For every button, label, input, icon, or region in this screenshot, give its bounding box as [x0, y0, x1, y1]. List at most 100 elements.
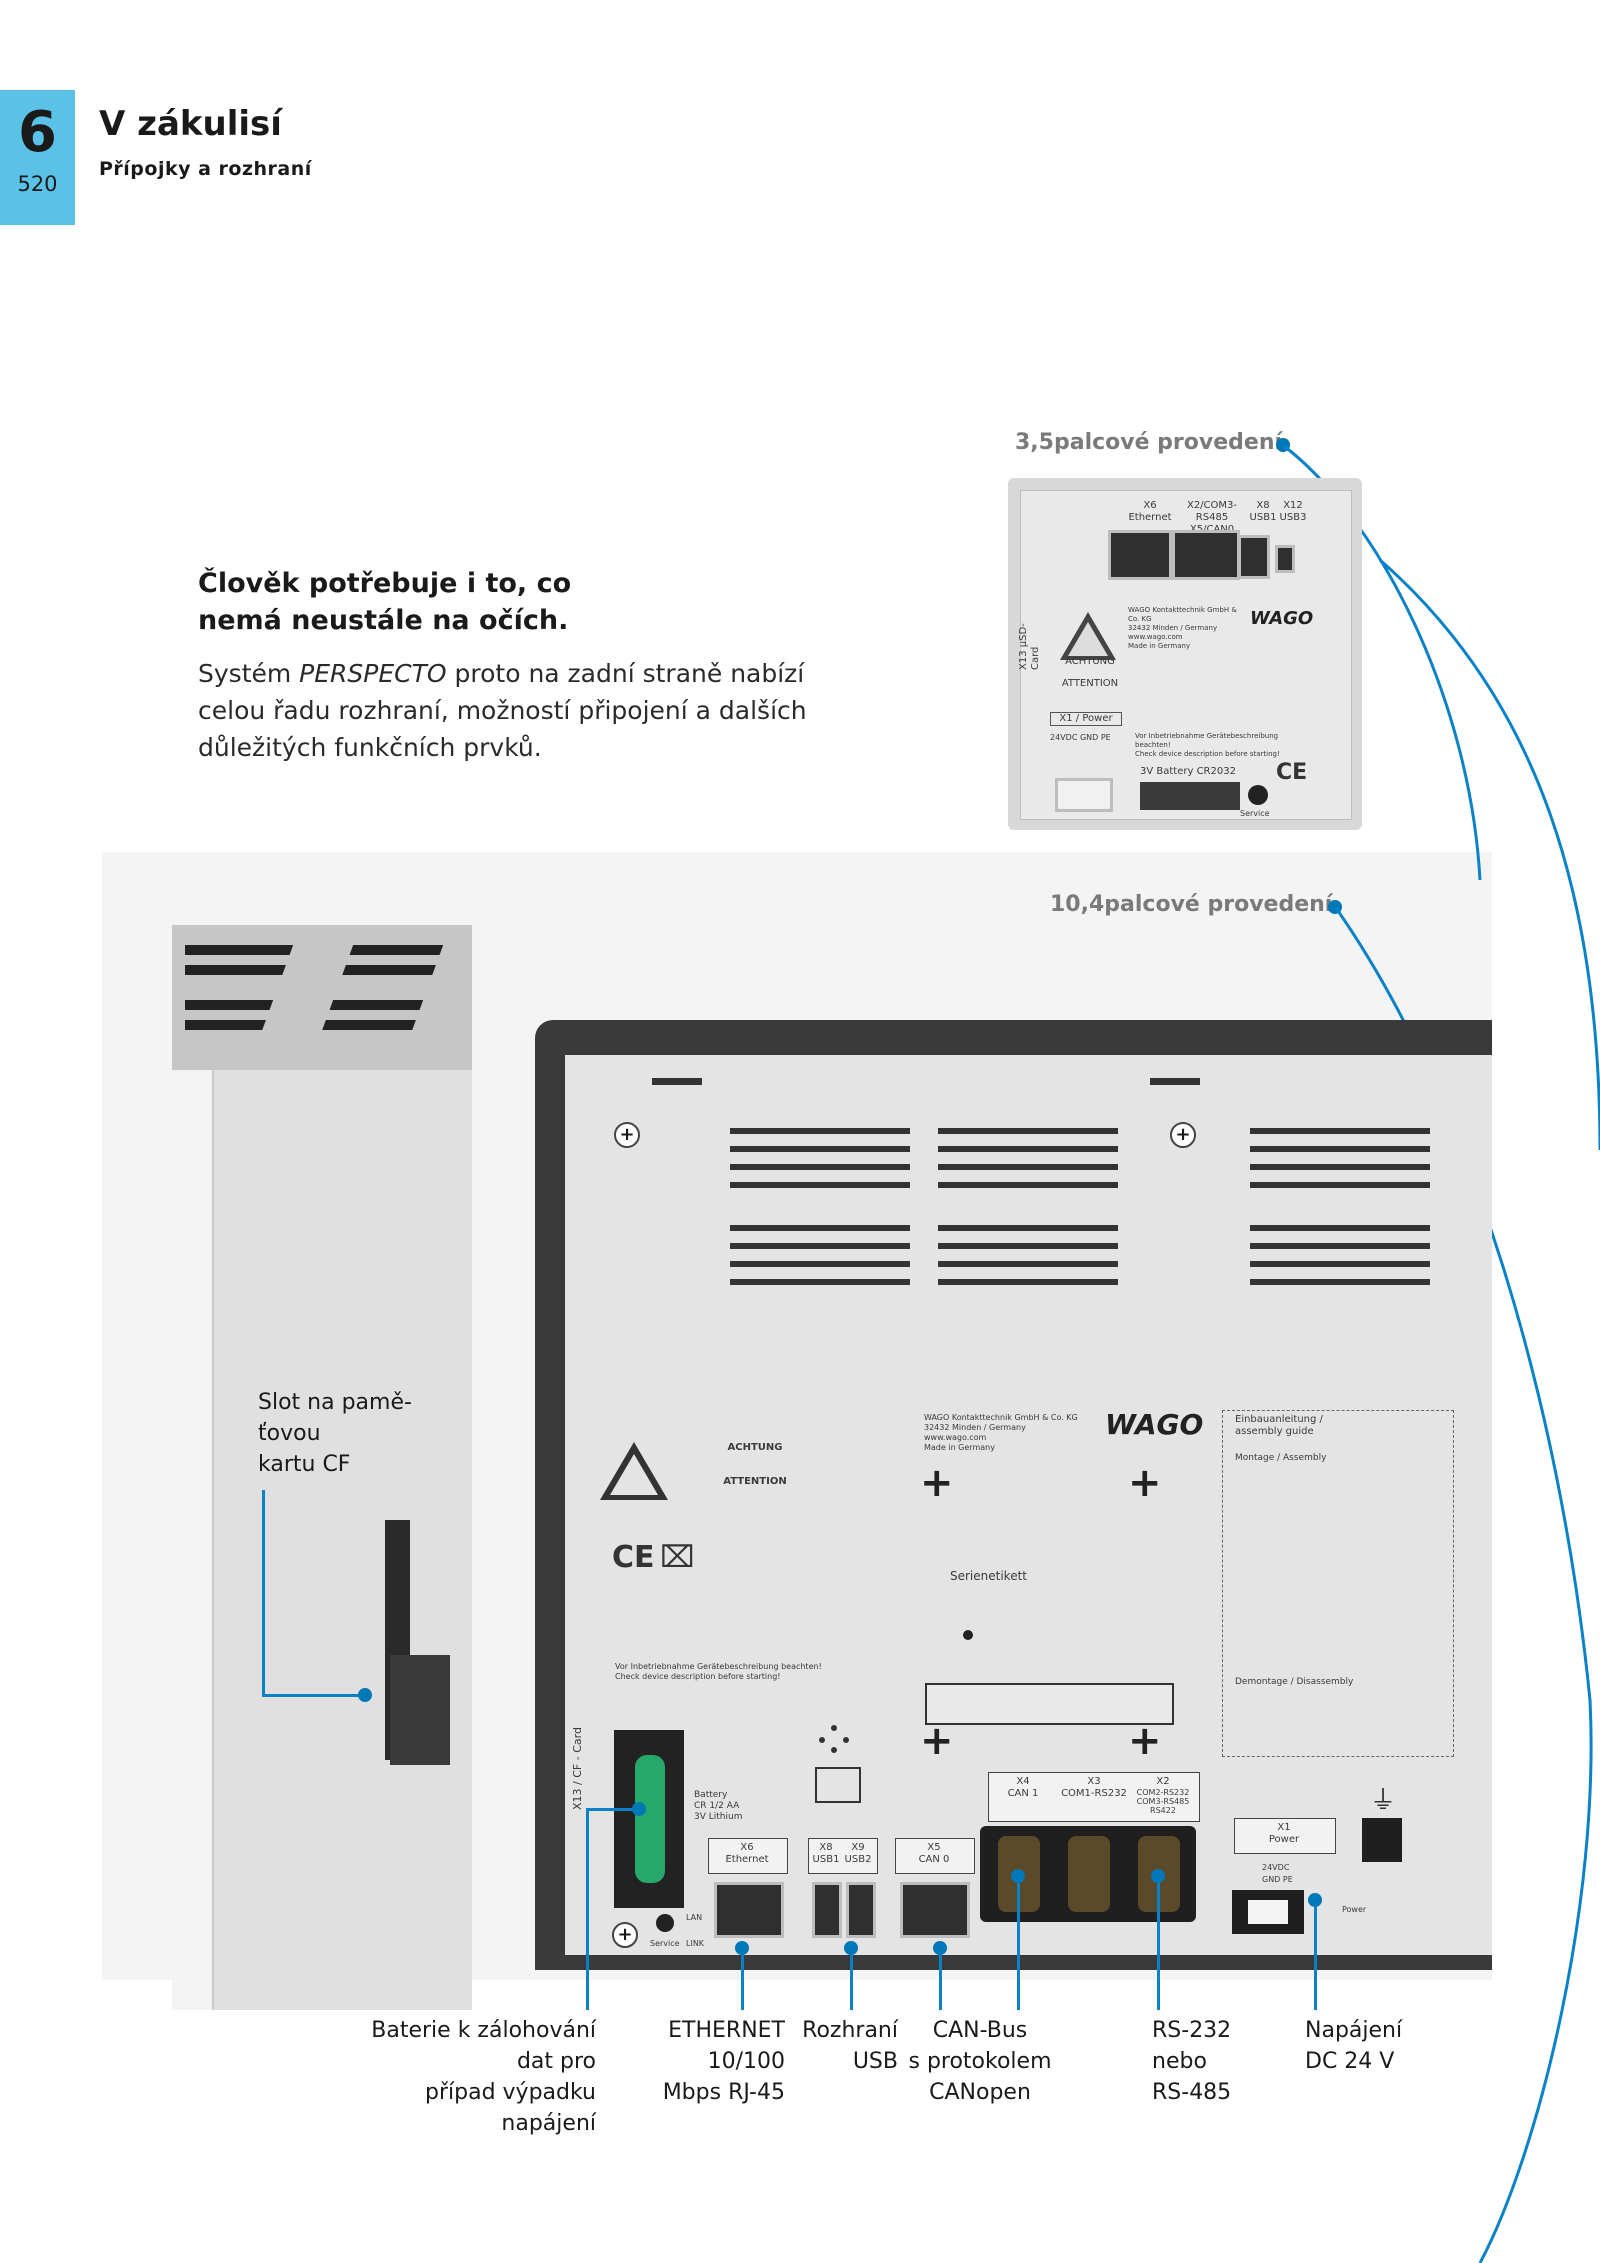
device-side-body: [172, 1070, 472, 2010]
callout-dot: [1151, 1869, 1165, 1883]
large-achtung: ACHTUNG: [727, 1442, 783, 1453]
power-led-label: Power: [1342, 1905, 1367, 1914]
vent-slot: [730, 1225, 910, 1231]
vent-slot: [938, 1225, 1118, 1231]
indicator-dot: [963, 1630, 973, 1640]
small-usb3-port: [1275, 545, 1295, 573]
esd-warning-icon: [1060, 612, 1116, 660]
vent-slot: [938, 1243, 1118, 1249]
vent-slot: [1250, 1225, 1430, 1231]
mount-arrow-icon: +: [920, 1718, 954, 1764]
screw-icon: +: [614, 1122, 640, 1148]
vent-slot: [938, 1261, 1118, 1267]
power-terminal: [1248, 1900, 1288, 1924]
small-achtung: ACHTUNG: [1065, 656, 1115, 667]
vent-slot: [1250, 1182, 1430, 1188]
vent-slot: [730, 1279, 910, 1285]
assembly-guide-title: Einbauanleitung / assembly guide: [1235, 1414, 1323, 1437]
callout-dot: [844, 1941, 858, 1955]
mount-arrow-icon: +: [1128, 1718, 1162, 1764]
serienetikett-label: Serienetikett: [950, 1569, 1027, 1583]
lan-label: LAN: [686, 1913, 703, 1922]
screw-icon: +: [1170, 1122, 1196, 1148]
mount-arrow-icon: +: [920, 1460, 954, 1506]
page-number: 520: [17, 172, 58, 196]
callout-line: [1314, 1900, 1317, 2010]
vent-slot: [938, 1182, 1118, 1188]
serial-label-slot: [925, 1683, 1174, 1725]
side-vents: [185, 945, 444, 1030]
callout-dot: [1308, 1893, 1322, 1907]
vent-slot: [730, 1261, 910, 1267]
large-device-note: Vor Inbetriebnahme Gerätebeschreibung be…: [615, 1662, 822, 1681]
ground-icon: ⏚: [1370, 1786, 1397, 1816]
chapter-number: 6: [18, 100, 57, 165]
small-power-connector: [1055, 778, 1113, 812]
chapter-tab: [0, 90, 75, 225]
mount-notch: [652, 1078, 702, 1085]
service-button: [656, 1914, 674, 1932]
callout-dot: [358, 1688, 372, 1702]
link-label: LINK: [686, 1939, 705, 1948]
wago-logo: WAGO: [1105, 1408, 1204, 1441]
cf-card-bracket: [390, 1655, 450, 1765]
vent-slot: [1250, 1261, 1430, 1267]
esd-warning-icon: [600, 1442, 668, 1500]
vent-slot: [1250, 1164, 1430, 1170]
can0-port: [900, 1882, 970, 1938]
large-x13-label: X13 / CF - Card: [571, 1727, 584, 1810]
callout-dot: [1011, 1869, 1025, 1883]
battery-label: Battery CR 1/2 AA 3V Lithium: [694, 1790, 743, 1822]
assembly-demontage: Demontage / Disassembly: [1235, 1677, 1354, 1687]
vent-slot: [1250, 1279, 1430, 1285]
small-attention: ATTENTION: [1061, 678, 1119, 689]
callout-line: [262, 1490, 265, 1697]
small-com-port: [1172, 530, 1240, 580]
small-x1-power-label: X1 / Power: [1050, 712, 1122, 726]
vent-slot: [1250, 1243, 1430, 1249]
vent-slot: [730, 1146, 910, 1152]
variant-label-large: 10,4palcové provedení: [1050, 892, 1333, 917]
large-attention: ATTENTION: [723, 1476, 787, 1487]
callout-dot: [632, 1802, 646, 1816]
vent-slot: [730, 1164, 910, 1170]
assembly-montage: Montage / Assembly: [1235, 1453, 1327, 1463]
intro-heading-line: nemá neustále na očích.: [198, 605, 569, 636]
ce-mark-icon: CE: [1276, 760, 1308, 785]
vent-slot: [938, 1164, 1118, 1170]
intro-heading-line: Člověk potřebuje i to, co: [198, 568, 572, 599]
callout-line: [850, 1948, 853, 2010]
service-label: Service: [650, 1939, 680, 1948]
small-wago-address: WAGO Kontakttechnik GmbH & Co. KG 32432 …: [1128, 606, 1237, 650]
small-power-pins: 24VDC GND PE: [1050, 733, 1111, 742]
intro-heading: Člověk potřebuje i to, co nemá neustále …: [198, 565, 698, 639]
usb-symbol-icon: [815, 1725, 861, 1803]
x5-label-box: [895, 1838, 975, 1874]
section-title: V zákulisí: [99, 104, 282, 144]
callout-line: [1017, 1876, 1020, 2010]
usb1-port: [812, 1882, 842, 1938]
brand-name: PERSPECTO: [299, 659, 447, 688]
vent-slot: [938, 1146, 1118, 1152]
x8-x9-label-box: [808, 1838, 878, 1874]
callout-line: [939, 1948, 942, 2010]
section-subtitle: Přípojky a rozhraní: [99, 158, 312, 180]
intro-body-line: důležitých funkčních prvků.: [198, 733, 542, 762]
vent-slot: [938, 1279, 1118, 1285]
battery-cell: [635, 1755, 665, 1883]
serial-ports-label-box: [988, 1772, 1200, 1822]
